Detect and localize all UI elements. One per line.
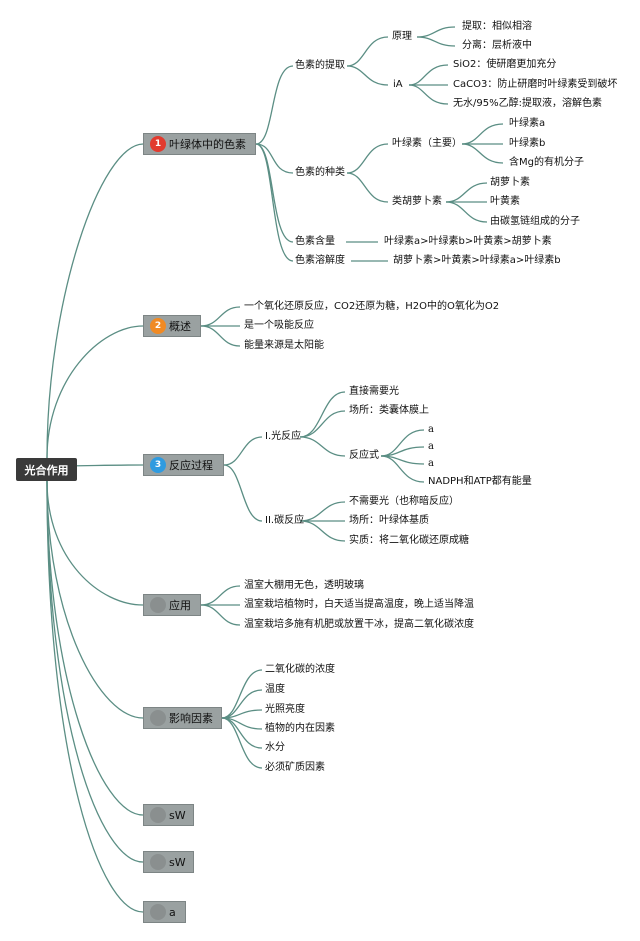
leaf-solubility-order[interactable]: 胡萝卜素>叶黄素>叶绿素a>叶绿素b [393,255,561,266]
branch-label: 应用 [169,599,191,612]
branch-label: sW [169,808,186,822]
link-root-b1 [46,143,144,459]
leaf-factor-6[interactable]: 必须矿质因素 [265,762,325,773]
node-chlorophyll[interactable]: 叶绿素（主要） [392,138,462,149]
leaf-eq-4[interactable]: NADPH和ATP都有能量 [428,476,532,487]
leaf-application-1[interactable]: 温室大棚用无色，透明玻璃 [244,580,364,591]
leaf-principle-2[interactable]: 分离：层析液中 [462,40,532,51]
link-root-b4 [46,480,144,606]
branch-a[interactable]: a [143,901,186,923]
leaf-ia-2[interactable]: CaCO3：防止研磨时叶绿素受到破坏 [453,79,618,90]
node-content[interactable]: 色素含量 [295,236,335,247]
number-badge-3: 3 [150,457,166,473]
node-dark-reaction[interactable]: II.碳反应 [265,515,305,526]
placeholder-dot-icon [150,854,166,870]
node-extraction[interactable]: 色素的提取 [295,60,345,71]
node-types[interactable]: 色素的种类 [295,167,345,178]
leaf-overview-3[interactable]: 能量来源是太阳能 [244,340,324,351]
leaf-factor-5[interactable]: 水分 [265,742,285,753]
leaf-ia-3[interactable]: 无水/95%乙醇:提取液，溶解色素 [453,98,602,109]
link-root-b2 [46,325,144,459]
branch-label: 叶绿体中的色素 [169,138,246,151]
link-root-b6 [46,480,144,816]
leaf-dark-3[interactable]: 实质：将二氧化碳还原成糖 [349,535,469,546]
placeholder-dot-icon [150,597,166,613]
link-root-b5 [46,480,144,719]
leaf-eq-1[interactable]: a [428,424,434,435]
link-root-b8 [46,480,144,913]
branch-pigments[interactable]: 1 叶绿体中的色素 [143,133,256,155]
branch-overview[interactable]: 2 概述 [143,315,201,337]
root-node[interactable]: 光合作用 [16,458,77,481]
branch-label: 概述 [169,320,191,333]
leaf-car-3[interactable]: 由碳氢链组成的分子 [490,216,580,227]
node-light-reaction[interactable]: I.光反应 [265,431,302,442]
leaf-principle-1[interactable]: 提取：相似相溶 [462,21,532,32]
branch-label: sW [169,855,186,869]
leaf-overview-2[interactable]: 是一个吸能反应 [244,320,314,331]
leaf-factor-4[interactable]: 植物的内在因素 [265,723,335,734]
node-carotenoid[interactable]: 类胡萝卜素 [392,196,442,207]
leaf-car-1[interactable]: 胡萝卜素 [490,177,530,188]
node-solubility[interactable]: 色素溶解度 [295,255,345,266]
branch-sw-1[interactable]: sW [143,804,194,826]
node-ia[interactable]: iA [393,79,403,90]
leaf-factor-3[interactable]: 光照亮度 [265,704,305,715]
leaf-chl-b[interactable]: 叶绿素b [509,138,546,149]
leaf-light-1[interactable]: 直接需要光 [349,386,399,397]
branch-process[interactable]: 3 反应过程 [143,454,224,476]
number-badge-2: 2 [150,318,166,334]
leaf-dark-1[interactable]: 不需要光（也称暗反应） [349,496,459,507]
placeholder-dot-icon [150,807,166,823]
branch-label: 反应过程 [169,459,213,472]
leaf-factor-1[interactable]: 二氧化碳的浓度 [265,664,335,675]
branch-label: 影响因素 [169,712,213,725]
branch-factors[interactable]: 影响因素 [143,707,222,729]
number-badge-1: 1 [150,136,166,152]
leaf-light-2[interactable]: 场所：类囊体膜上 [349,405,429,416]
leaf-eq-2[interactable]: a [428,441,434,452]
node-principle[interactable]: 原理 [392,31,412,42]
leaf-chl-mg[interactable]: 含Mg的有机分子 [509,157,584,168]
placeholder-dot-icon [150,904,166,920]
leaf-application-2[interactable]: 温室栽培植物时，白天适当提高温度，晚上适当降温 [244,599,474,610]
leaf-car-2[interactable]: 叶黄素 [490,196,520,207]
leaf-chl-a[interactable]: 叶绿素a [509,118,546,129]
leaf-ia-1[interactable]: SiO2：使研磨更加充分 [453,59,557,70]
leaf-application-3[interactable]: 温室栽培多施有机肥或放置干冰，提高二氧化碳浓度 [244,619,474,630]
leaf-dark-2[interactable]: 场所：叶绿体基质 [349,515,429,526]
placeholder-dot-icon [150,710,166,726]
leaf-content-order[interactable]: 叶绿素a>叶绿素b>叶黄素>胡萝卜素 [384,236,552,247]
leaf-eq-3[interactable]: a [428,458,434,469]
node-equation[interactable]: 反应式 [349,450,379,461]
branch-label: a [169,905,176,919]
link-root-b7 [46,480,144,863]
leaf-overview-1[interactable]: 一个氧化还原反应，CO2还原为糖，H2O中的O氧化为O2 [244,301,500,312]
leaf-factor-2[interactable]: 温度 [265,684,285,695]
branch-sw-2[interactable]: sW [143,851,194,873]
branch-application[interactable]: 应用 [143,594,201,616]
